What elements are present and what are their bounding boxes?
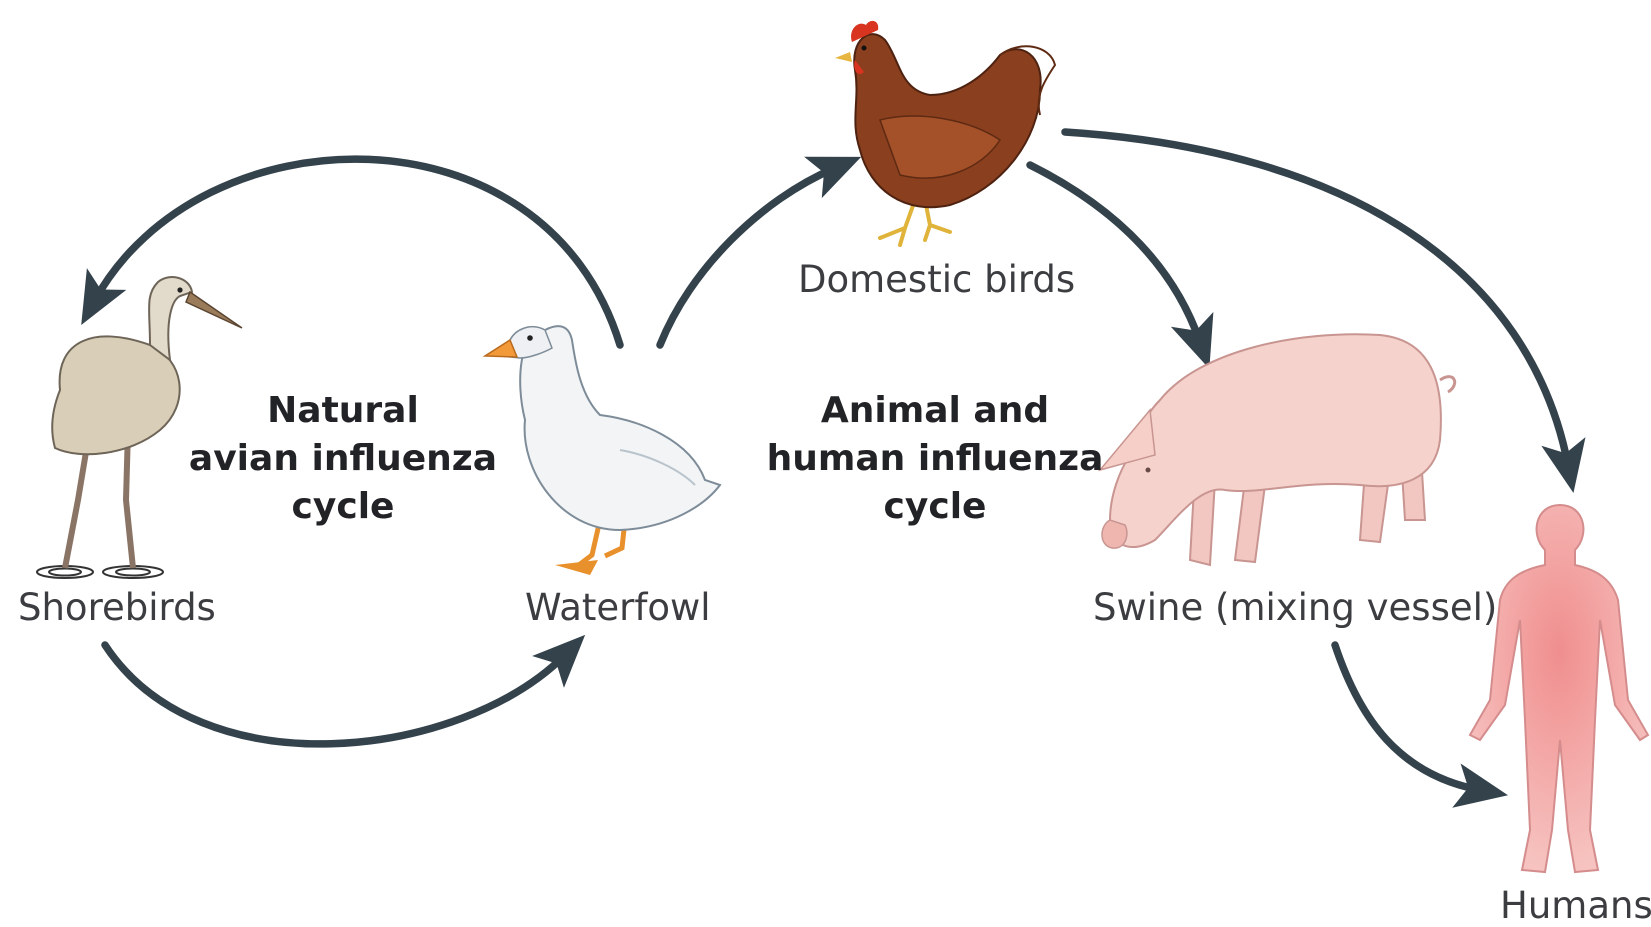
label-humans: Humans (1500, 884, 1651, 927)
arrow-domestic-birds-to-swine (1030, 165, 1200, 342)
arrow-waterfowl-to-shorebirds (95, 159, 620, 345)
natural-cycle-line-1: Natural (267, 390, 419, 431)
label-swine: Swine (mixing vessel) (1093, 586, 1497, 629)
natural-avian-cycle-title: Natural avian influenza cycle (189, 390, 497, 527)
label-shorebirds: Shorebirds (18, 586, 216, 629)
swine-illustration (1100, 334, 1455, 565)
natural-cycle-line-3: cycle (292, 486, 395, 527)
animal-human-cycle-line-3: cycle (884, 486, 987, 527)
label-domestic-birds: Domestic birds (798, 258, 1075, 301)
waterfowl-illustration (485, 326, 720, 575)
domestic-bird-illustration (835, 21, 1055, 245)
arrow-swine-to-humans (1335, 645, 1480, 790)
natural-cycle-line-2: avian influenza (189, 438, 497, 479)
arrow-shorebirds-to-waterfowl (105, 645, 565, 744)
animal-human-cycle-line-1: Animal and (821, 390, 1049, 431)
animal-human-cycle-line-2: human influenza (767, 438, 1104, 479)
shorebird-illustration (37, 277, 242, 578)
human-illustration (1470, 505, 1648, 872)
arrow-waterfowl-to-domestic-birds (660, 168, 835, 345)
animal-human-cycle-title: Animal and human influenza cycle (767, 390, 1104, 527)
label-waterfowl: Waterfowl (525, 586, 711, 629)
